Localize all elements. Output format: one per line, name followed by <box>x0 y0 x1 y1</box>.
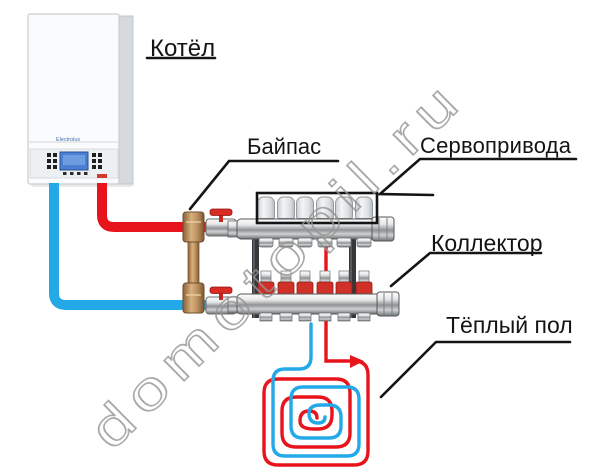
return-valve-stem <box>219 291 223 300</box>
floor-loop-return-pipe <box>271 322 361 458</box>
supply-pipe <box>97 183 239 232</box>
servo-callout-line <box>376 157 578 197</box>
flow-meters <box>257 270 373 296</box>
floor-loop-supply-pipe <box>262 241 370 467</box>
return-pipe <box>49 183 239 310</box>
collector-callout-line <box>389 251 543 288</box>
mounting-bracket-right <box>349 236 356 318</box>
collector-label: Коллектор <box>431 230 543 256</box>
supply-valve-stem <box>219 213 223 222</box>
callouts <box>145 56 578 399</box>
flow-meter <box>257 270 275 296</box>
boiler-buttons-bottom <box>63 172 88 175</box>
supply-valve-handle <box>209 208 233 216</box>
bypass-top-fitting <box>182 211 205 243</box>
supply-manifold-end-cap <box>371 216 395 242</box>
boiler-label: Котёл <box>150 35 216 62</box>
bypass-bottom-fitting <box>182 282 205 314</box>
flow-meter <box>355 270 373 296</box>
bypass-label: Байпас <box>247 134 322 159</box>
boiler-buttons-right <box>92 153 102 169</box>
flow-direction-arrow <box>350 355 364 368</box>
supply-manifold <box>227 196 395 248</box>
flow-meter <box>316 270 334 296</box>
servo-highlight-box <box>255 191 379 225</box>
boiler-model-sticker <box>97 174 107 178</box>
return-valve-handle <box>209 286 233 294</box>
return-manifold <box>227 270 400 322</box>
flow-meter <box>296 270 314 296</box>
mounting-bracket-left <box>252 236 259 318</box>
boiler-buttons-left <box>47 153 57 169</box>
return-manifold-end-cap <box>376 291 400 317</box>
bypass-assembly <box>182 211 205 314</box>
return-manifold-outlets <box>259 312 371 322</box>
boiler-brand-logo: Electrolux <box>56 137 80 143</box>
boiler-side-panel <box>117 15 134 185</box>
supply-manifold-union-nuts <box>258 237 372 248</box>
servo-drives-label: Сервопривода <box>420 133 572 158</box>
bypass-tube <box>187 237 200 291</box>
warm-floor-callout-line <box>379 340 572 399</box>
bypass-callout-line <box>188 159 340 211</box>
boiler: Electrolux <box>27 13 134 187</box>
boiler-lcd-screen <box>63 155 85 165</box>
warm-floor-label: Тёплый пол <box>446 312 573 338</box>
